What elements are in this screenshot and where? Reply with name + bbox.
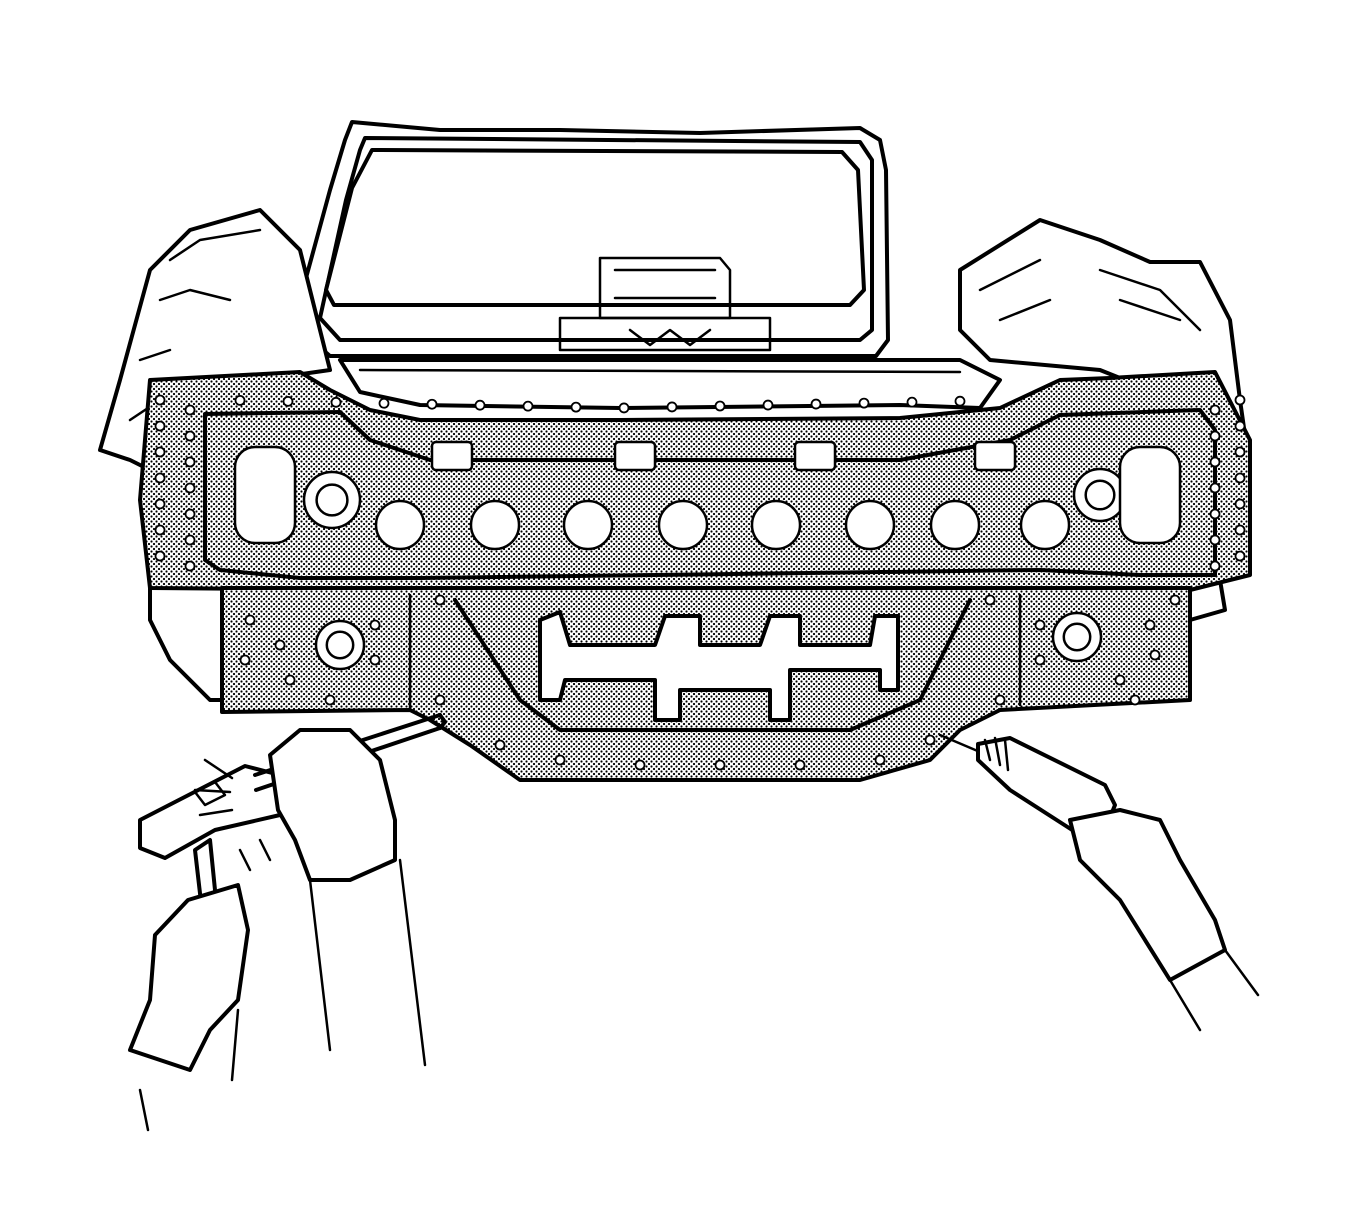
spot-weld [924, 734, 936, 746]
bumper-mount [793, 440, 837, 472]
side-opening [1118, 445, 1182, 545]
spot-weld [618, 402, 630, 414]
spot-weld [1149, 649, 1161, 661]
spot-weld [154, 472, 166, 484]
access-hole [750, 499, 802, 551]
grommet [1062, 622, 1092, 652]
spot-weld [434, 594, 446, 606]
spot-weld [1209, 456, 1221, 468]
spot-weld [1234, 524, 1246, 536]
spot-weld [184, 430, 196, 442]
spot-weld [874, 754, 886, 766]
spot-weld [154, 498, 166, 510]
spot-weld [154, 420, 166, 432]
access-hole [562, 499, 614, 551]
lower-rear-panel [220, 586, 1192, 782]
spot-weld [184, 404, 196, 416]
spot-weld [494, 739, 506, 751]
access-hole [929, 499, 981, 551]
spot-weld [1234, 420, 1246, 432]
spot-weld [794, 759, 806, 771]
spot-weld [244, 614, 256, 626]
spot-weld [666, 401, 678, 413]
spot-weld [1209, 560, 1221, 572]
spot-weld [984, 594, 996, 606]
spot-weld [1209, 482, 1221, 494]
spot-weld [1209, 404, 1221, 416]
bumper-mount [613, 440, 657, 472]
side-opening [233, 445, 297, 545]
spot-weld [1129, 694, 1141, 706]
spot-weld [906, 396, 918, 408]
spot-weld [810, 398, 822, 410]
spot-weld [1169, 594, 1181, 606]
left-hand-with-hammer [128, 713, 447, 1132]
access-hole [1019, 499, 1071, 551]
spot-weld [554, 754, 566, 766]
rear-window-frame [298, 120, 890, 358]
spot-weld [154, 550, 166, 562]
panel-holes [233, 440, 1182, 671]
grommet [1084, 479, 1116, 511]
spot-weld [1144, 619, 1156, 631]
spot-weld [1034, 654, 1046, 666]
spot-weld [184, 560, 196, 572]
spot-weld [1234, 446, 1246, 458]
grommet [325, 630, 355, 660]
spot-weld [324, 694, 336, 706]
spot-weld [570, 401, 582, 413]
spot-weld [274, 639, 286, 651]
spot-weld [1234, 550, 1246, 562]
spot-weld [184, 508, 196, 520]
spot-weld [858, 397, 870, 409]
spot-weld [369, 619, 381, 631]
spot-weld [184, 482, 196, 494]
spot-weld [184, 534, 196, 546]
spot-weld [714, 400, 726, 412]
spot-weld [1234, 394, 1246, 406]
spot-weld [239, 654, 251, 666]
bumper-mount [430, 440, 474, 472]
spot-weld [954, 395, 966, 407]
right-glove [268, 728, 397, 882]
spot-weld [1209, 534, 1221, 546]
spot-weld [522, 400, 534, 412]
access-hole [374, 499, 426, 551]
right-hand-with-drill [938, 733, 1260, 1032]
spot-weld [1034, 619, 1046, 631]
access-hole [469, 499, 521, 551]
spot-weld [1209, 430, 1221, 442]
spot-weld [154, 446, 166, 458]
spot-weld [1234, 472, 1246, 484]
spot-welds [154, 394, 1246, 771]
left-glove [128, 883, 250, 1072]
bumper-mount [973, 440, 1017, 472]
spot-weld [426, 398, 438, 410]
spot-weld [184, 456, 196, 468]
spot-weld [234, 394, 246, 406]
drill-glove [1068, 808, 1227, 982]
chisel [438, 713, 447, 730]
spot-weld [1114, 674, 1126, 686]
access-hole [657, 499, 709, 551]
spot-weld [282, 395, 294, 407]
spot-weld [154, 524, 166, 536]
spot-weld [474, 399, 486, 411]
spot-weld [994, 694, 1006, 706]
spot-weld [634, 759, 646, 771]
spot-weld [378, 397, 390, 409]
grommet [315, 483, 349, 517]
access-hole [844, 499, 896, 551]
spot-weld [154, 394, 166, 406]
spot-weld [284, 674, 296, 686]
spot-weld [369, 654, 381, 666]
spot-weld [762, 399, 774, 411]
spot-weld [434, 694, 446, 706]
spot-weld [714, 759, 726, 771]
spot-weld [330, 396, 342, 408]
spot-weld [1209, 508, 1221, 520]
spot-weld [1234, 498, 1246, 510]
